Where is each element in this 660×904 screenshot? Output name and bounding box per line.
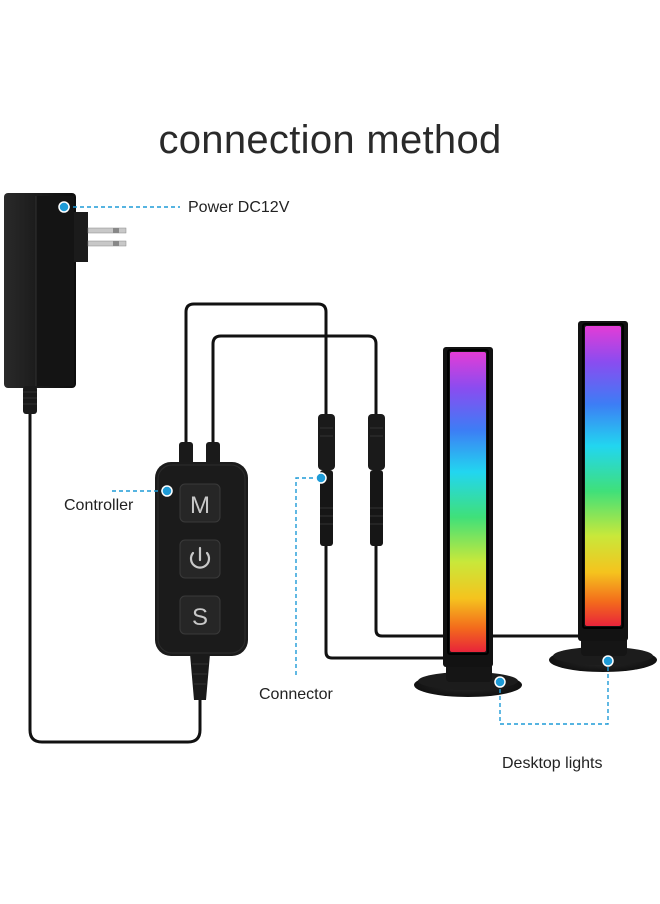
page-title: connection method (158, 118, 502, 162)
power-cable (28, 410, 202, 744)
mode-button-label: M (190, 492, 210, 519)
output-cable-1 (184, 302, 328, 454)
connector-icon (318, 414, 335, 546)
power-adapter-icon (4, 193, 127, 414)
connector-callout-dot (315, 472, 327, 484)
connector-icon (368, 414, 385, 546)
light1-callout-dot (494, 676, 506, 688)
light-bar-icon (414, 347, 522, 697)
lights-callout-line (499, 662, 609, 725)
controller-label: Controller (64, 497, 134, 514)
cables (28, 302, 584, 744)
connector-callout-line (295, 477, 320, 676)
power-callout-dot (58, 201, 70, 213)
light-cable-1 (324, 538, 448, 660)
power-symbol-icon (189, 546, 211, 569)
speed-button-label: S (192, 604, 208, 631)
power-label: Power DC12V (188, 199, 290, 216)
speed-button[interactable]: S (179, 595, 221, 635)
desktop-lights-label: Desktop lights (502, 755, 603, 772)
light2-callout-dot (602, 655, 614, 667)
callout-dots (58, 201, 614, 688)
output-cable-2 (211, 334, 378, 454)
light-cable-2 (374, 538, 584, 638)
light-bar-icon (549, 321, 657, 672)
connector-label: Connector (259, 686, 333, 703)
power-button[interactable] (179, 539, 221, 579)
controller-callout-dot (161, 485, 173, 497)
mode-button[interactable]: M (179, 483, 221, 523)
callout-lines (66, 206, 609, 725)
